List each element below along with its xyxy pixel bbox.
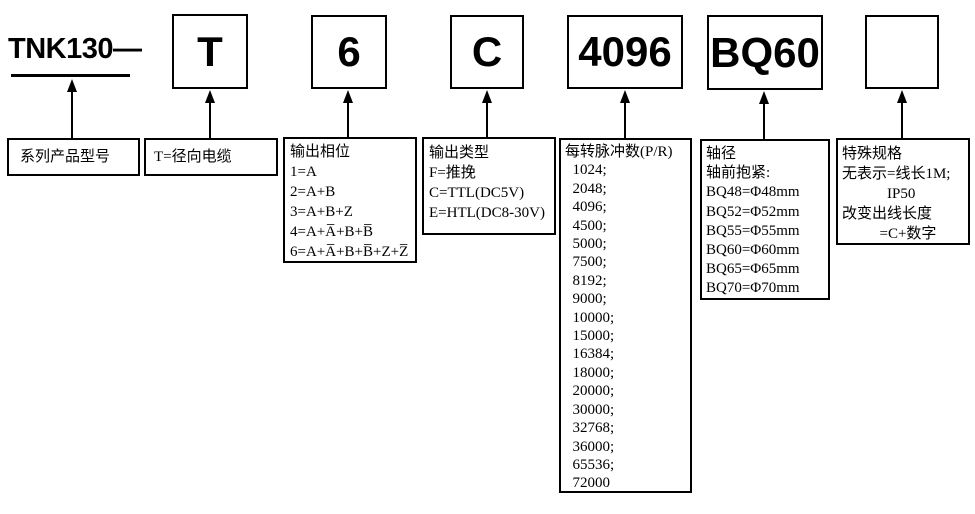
text-line: 32768; (565, 420, 615, 437)
text-line: 系列产品型号 (20, 148, 111, 165)
arrow-shaft (209, 101, 211, 138)
connector-arrow-series (67, 79, 77, 138)
text-line: BQ48=Φ48mm (706, 184, 800, 201)
arrow-head-icon (897, 90, 907, 103)
arrow-shaft (901, 101, 903, 138)
text-line: 6=A+A̅+B+B̅+Z+Z̅ (290, 244, 409, 260)
text-line: 15000; (565, 328, 615, 345)
arrow-head-icon (205, 90, 215, 103)
text-line: 65536; (565, 456, 615, 473)
text-line: 1024; (565, 162, 607, 179)
text-line: 36000; (565, 438, 615, 455)
arrow-shaft (486, 101, 488, 137)
text-line: 特殊规格 (842, 146, 903, 162)
connector-arrow-ppr (620, 90, 630, 138)
text-line: 7500; (565, 254, 607, 271)
text-line: C=TTL(DC5V) (429, 185, 525, 201)
text-line: 8192; (565, 272, 607, 289)
text-line: 30000; (565, 401, 615, 418)
desc-box-output-type: 输出类型 F=推挽 C=TTL(DC5V) E=HTL(DC8-30V) (422, 137, 556, 235)
arrow-head-icon (482, 90, 492, 103)
code-box-label: BQ60 (710, 28, 820, 76)
text-line: 轴径 (706, 146, 737, 162)
text-line: 改变出线长度 (842, 206, 933, 222)
code-box-cable-type: T (172, 14, 248, 89)
text-line: 2048; (565, 180, 607, 197)
text-line: 10000; (565, 309, 615, 326)
text-line: 9000; (565, 291, 607, 308)
code-box-label: T (197, 27, 223, 75)
model-prefix-text: TNK130— (8, 33, 142, 65)
code-box-label: C (471, 28, 503, 75)
text-line: 5000; (565, 236, 607, 253)
text-line: 2=A+B (290, 184, 336, 200)
text-line: 4096; (565, 199, 607, 216)
arrow-head-icon (759, 91, 769, 104)
text-line: BQ70=Φ70mm (706, 280, 800, 297)
connector-arrow-phase (343, 90, 353, 137)
text-line: BQ65=Φ65mm (706, 261, 800, 278)
text-line: 4=A+A̅+B+B̅ (290, 224, 374, 240)
code-box-pulses-per-rev: 4096 (567, 15, 683, 89)
text-line: 输出相位 (290, 144, 351, 160)
text-line: =C+数字 (842, 226, 937, 242)
connector-arrow-output-type (482, 90, 492, 137)
text-line: IP50 (842, 186, 916, 202)
text-line: 18000; (565, 364, 615, 381)
code-box-label: 4096 (578, 28, 672, 75)
arrow-head-icon (620, 90, 630, 103)
text-line: 3=A+B+Z (290, 204, 353, 220)
text-line: 1=A (290, 164, 317, 180)
code-box-shaft-diameter: BQ60 (707, 15, 823, 90)
code-box-label: 6 (337, 28, 361, 75)
arrow-shaft (624, 101, 626, 138)
text-line: 20000; (565, 383, 615, 400)
desc-box-output-phase: 输出相位 1=A 2=A+B 3=A+B+Z 4=A+A̅+B+B̅ 6=A+A̅+B+B… (283, 137, 417, 263)
model-underline (11, 74, 130, 77)
connector-arrow-special (897, 90, 907, 138)
text-line: BQ52=Φ52mm (706, 203, 800, 220)
text-line: T=径向电缆 (154, 148, 232, 165)
text-line: 4500; (565, 217, 607, 234)
code-box-special-spec (865, 15, 939, 89)
text-line: 72000 (565, 475, 611, 492)
arrow-shaft (347, 101, 349, 137)
text-line: BQ60=Φ60mm (706, 242, 800, 259)
desc-box-cable-type: T=径向电缆 (144, 138, 278, 176)
text-line: 无表示=线长1M; (842, 166, 951, 182)
text-line: 轴前抱紧: (706, 165, 771, 182)
code-box-phase: 6 (311, 15, 387, 89)
text-line: 每转脉冲数(P/R) (565, 144, 673, 160)
connector-arrow-shaft (759, 91, 769, 139)
arrow-shaft (71, 90, 73, 138)
desc-box-series-model: 系列产品型号 (7, 138, 140, 176)
text-line: E=HTL(DC8-30V) (429, 205, 545, 221)
connector-arrow-cable (205, 90, 215, 138)
arrow-head-icon (343, 90, 353, 103)
text-line: 输出类型 (429, 145, 490, 161)
text-line: BQ55=Φ55mm (706, 222, 800, 239)
text-line: F=推挽 (429, 165, 476, 181)
code-box-output-type: C (450, 15, 524, 89)
arrow-shaft (763, 102, 765, 139)
arrow-head-icon (67, 79, 77, 92)
text-line: 16384; (565, 346, 615, 363)
desc-box-special-spec: 特殊规格无表示=线长1M; IP50 改变出线长度 =C+数字 (836, 138, 970, 245)
desc-box-pulses-per-rev: 每转脉冲数(P/R) 1024; 2048; 4096; 4500; 5000;… (559, 138, 692, 493)
